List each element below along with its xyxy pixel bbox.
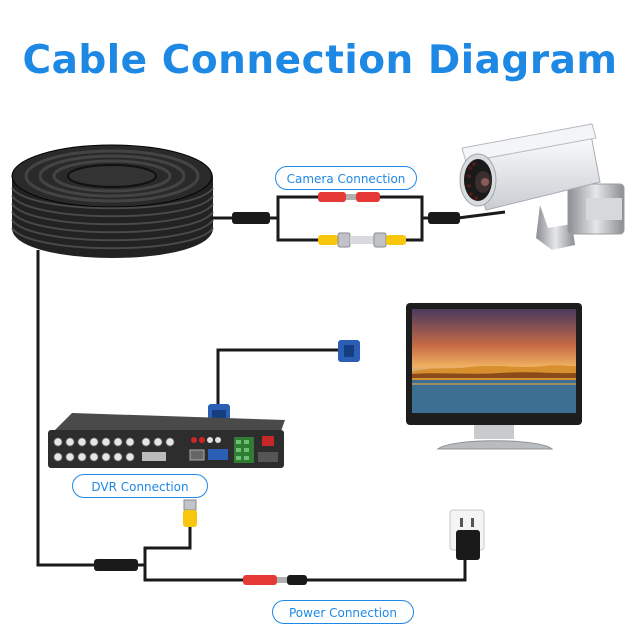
dvr-recorder-icon (48, 413, 285, 468)
power-adapter-icon (456, 530, 480, 560)
vga-connector-icon (208, 340, 360, 430)
monitor-icon (406, 303, 582, 449)
cable-coil-icon (12, 145, 213, 258)
dvr-connection-label: DVR Connection (72, 474, 208, 498)
camera-connection-label: Camera Connection (275, 166, 417, 190)
power-connection-label: Power Connection (272, 600, 414, 624)
security-camera-icon (460, 124, 624, 250)
bnc-connector-icon (183, 500, 197, 527)
